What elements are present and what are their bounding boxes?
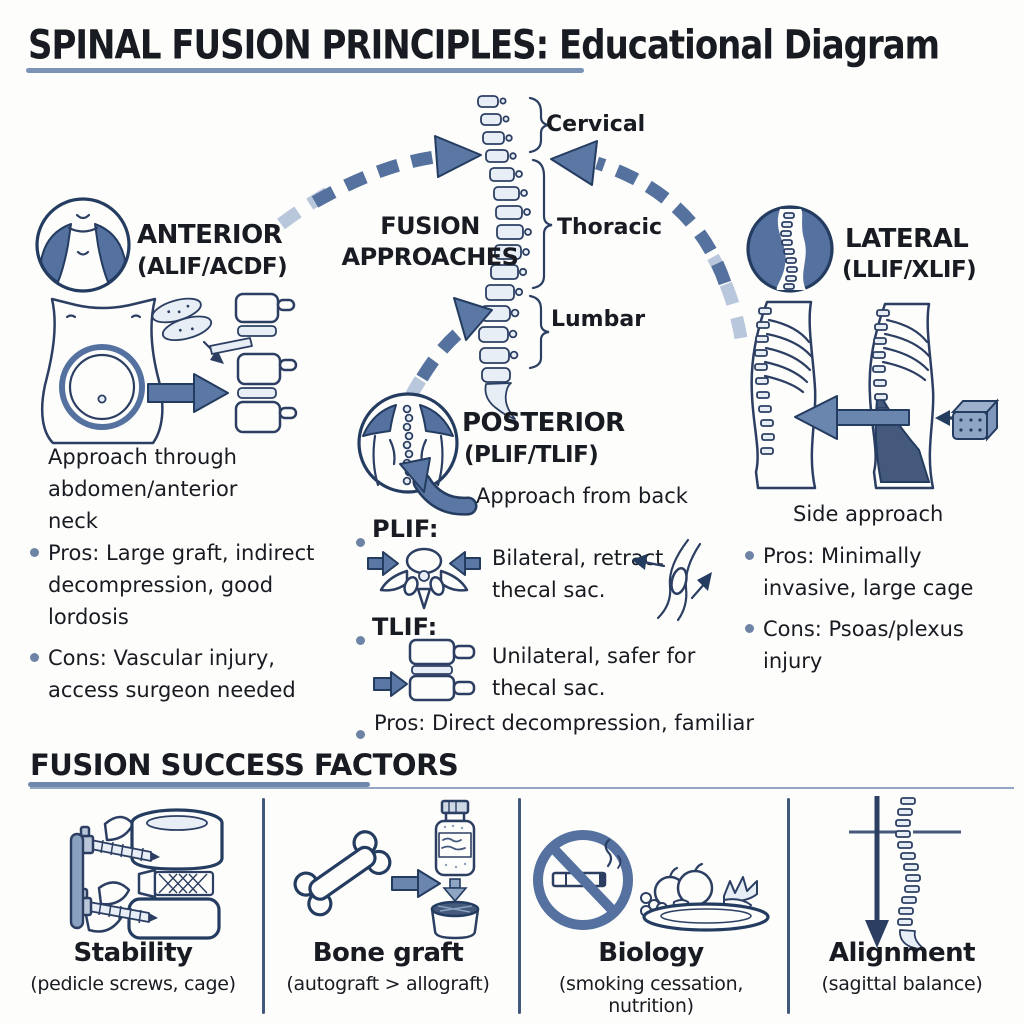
- factor-title: Biology: [598, 938, 704, 968]
- torso-side-view-shaded: [868, 302, 935, 490]
- lateral-subheading: (LLIF/XLIF): [842, 257, 977, 283]
- anterior-subheading: (ALIF/ACDF): [137, 254, 288, 280]
- lateral-cons-bullet: Cons: Psoas/plexus injury: [745, 613, 983, 677]
- sacrum: [484, 382, 516, 420]
- neck-front-view-icon: [35, 197, 131, 293]
- graft-cup: [430, 900, 480, 940]
- lateral-approach-note: Side approach: [793, 502, 944, 526]
- bullet-dot-icon: [30, 653, 39, 662]
- anterior-pros-bullet: Pros: Large graft, indirect decompressio…: [30, 537, 330, 633]
- posterior-approach-arc-arrow-icon: [404, 297, 493, 401]
- factors-divider: [262, 798, 265, 1014]
- curved-approach-arrow-icon: [399, 457, 478, 516]
- page-title-sub: Educational Diagram: [548, 22, 940, 70]
- thecal-sac-retraction-icon: [632, 538, 712, 622]
- rod: [69, 832, 85, 930]
- cage-into-disc-icon: [147, 292, 298, 434]
- anterior-cons-text: Cons: Vascular injury, access surgeon ne…: [48, 646, 296, 702]
- factors-divider: [787, 798, 790, 1014]
- vertebral-column: [477, 95, 532, 420]
- anterior-approach-arc-arrow-icon: [277, 135, 482, 230]
- plif-label: PLIF:: [372, 515, 439, 543]
- flank-approach-torsos-icon: [750, 300, 1000, 490]
- lateral-approach-arc-arrow-icon: [550, 140, 748, 340]
- fusion-approaches-label: FUSION APPROACHES: [320, 211, 540, 273]
- lateral-cons-text: Cons: Psoas/plexus injury: [763, 617, 964, 673]
- sacrum: [899, 929, 924, 950]
- factor-column-alignment: Alignment (sagittal balance): [788, 938, 1016, 995]
- spine-lateral-icon: [477, 95, 553, 420]
- factor-title: Stability: [73, 938, 193, 968]
- posterior-heading: POSTERIOR: [462, 408, 625, 438]
- factor-column-biology: Biology (smoking cessation, nutrition): [518, 938, 784, 1017]
- bullet-dot-icon: [745, 551, 754, 560]
- anterior-approach-note: Approach through abdomen/anterior neck: [48, 445, 238, 533]
- spine-beads: [780, 212, 798, 290]
- sagittal-spine: [895, 797, 924, 950]
- factor-subtitle: (pedicle screws, cage): [30, 973, 236, 995]
- factor-subtitle: (smoking cessation, nutrition): [558, 973, 744, 1017]
- success-factors-heading: FUSION SUCCESS FACTORS: [30, 748, 459, 782]
- page-title: SPINAL FUSION PRINCIPLES: Educational Di…: [28, 22, 940, 70]
- anterior-bullet-list: Pros: Large graft, indirect decompressio…: [30, 537, 330, 715]
- factors-divider: [518, 798, 521, 1014]
- lateral-bullet-list: Pros: Minimally invasive, large cage Con…: [745, 540, 983, 686]
- graft-bottle: [434, 799, 476, 877]
- lateral-heading: LATERAL: [845, 224, 969, 254]
- anterior-pros-text: Pros: Large graft, indirect decompressio…: [48, 541, 315, 629]
- region-label-thoracic: Thoracic: [557, 215, 663, 240]
- anterior-spine-segment: [209, 292, 298, 434]
- bullet-dot-icon: [356, 730, 365, 739]
- lateral-pros-bullet: Pros: Minimally invasive, large cage: [745, 540, 983, 604]
- title-underline: [26, 68, 584, 73]
- region-braces: [528, 96, 553, 370]
- lateral-pros-text: Pros: Minimally invasive, large cage: [763, 544, 974, 600]
- no-smoking-icon: [533, 830, 633, 930]
- posterior-pros-text: Pros: Direct decompression, familiar: [374, 711, 755, 735]
- bullet-dot-icon: [745, 624, 754, 633]
- posterior-approach-note: Approach from back: [476, 484, 688, 508]
- lateral-cage-implant: [950, 398, 1000, 442]
- tlif-note: Unilateral, safer for thecal sac.: [492, 644, 696, 700]
- anterior-cons-bullet: Cons: Vascular injury, access surgeon ne…: [30, 642, 330, 706]
- axial-vertebra-bilateral-arrows-icon: [367, 547, 481, 610]
- posterior-subheading: (PLIF/TLIF): [464, 442, 599, 468]
- no-smoking-and-nutrition-icon: [533, 830, 770, 932]
- torso-side-view: [750, 300, 817, 490]
- region-label-lumbar: Lumbar: [551, 307, 646, 332]
- plumbline-spine-icon: [849, 796, 961, 950]
- pedicle-screws-cage-icon: [69, 808, 224, 940]
- abdomen-front-icon: [41, 297, 164, 445]
- factor-title: Alignment: [828, 938, 976, 968]
- factor-title: Bone graft: [312, 938, 464, 968]
- tlif-label: TLIF:: [372, 613, 438, 641]
- bullet-dot-icon: [356, 538, 365, 547]
- success-factors-underline: [28, 782, 370, 787]
- factor-subtitle: (autograft > allograft): [286, 973, 490, 995]
- page-title-main: SPINAL FUSION PRINCIPLES:: [28, 22, 549, 70]
- lateral-vertebrae-unilateral-arrow-icon: [373, 638, 476, 702]
- bullet-dot-icon: [356, 636, 365, 645]
- lateral-insertion-arrow: [794, 395, 910, 440]
- region-label-cervical: Cervical: [546, 112, 646, 137]
- bullet-dot-icon: [30, 548, 39, 557]
- factor-column-bone-graft: Bone graft (autograft > allograft): [262, 938, 514, 995]
- factor-subtitle: (sagittal balance): [821, 973, 983, 995]
- bone-to-graft-jar-icon: [293, 799, 480, 940]
- fusion-approaches-line2: APPROACHES: [341, 243, 519, 271]
- factors-table-top-border: [30, 787, 1014, 789]
- plif-note: Bilateral, retract thecal sac.: [492, 546, 664, 602]
- bone-icon: [293, 830, 392, 917]
- interbody-cage: [151, 297, 213, 342]
- spine-side-view-icon: [746, 205, 834, 293]
- fusion-approaches-line1: FUSION: [380, 212, 480, 240]
- factor-column-stability: Stability (pedicle screws, cage): [8, 938, 258, 995]
- anterior-heading: ANTERIOR: [137, 220, 283, 250]
- nutrition-plate-icon: [640, 862, 770, 932]
